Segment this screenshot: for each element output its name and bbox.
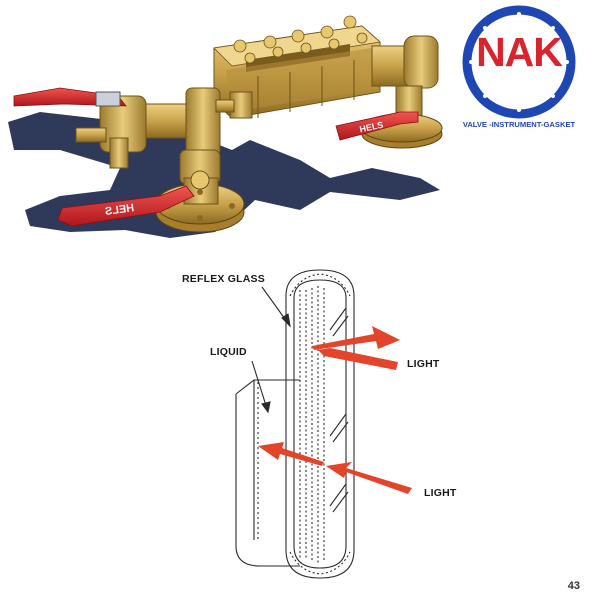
top-incoming-light-arrow <box>318 348 398 370</box>
drain-cock <box>215 91 253 119</box>
logo-wordmark: NAK <box>476 29 563 75</box>
reflex-glass-label: REFLEX GLASS <box>182 273 265 285</box>
reflex-glass-diagram <box>235 269 355 579</box>
left-bottom-handle: HELS <box>57 185 195 227</box>
gauge-body <box>213 15 381 119</box>
right-handle-brand-text: HELS <box>359 120 385 135</box>
nak-logo: NAK VALVE -INSTRUMENT-GASKET <box>462 6 576 132</box>
right-bottom-handle: HELS <box>335 111 419 141</box>
bottom-incoming-light-arrow <box>326 462 412 494</box>
light-arrows <box>258 326 412 494</box>
left-valve <box>75 87 221 185</box>
reflex-leader-arrowhead <box>281 313 291 328</box>
bottom-refracted-light-arrow <box>258 442 324 466</box>
nak-logo-ring <box>462 5 576 119</box>
page-number: 43 <box>567 580 580 592</box>
light-label-bottom: LIGHT <box>424 487 457 499</box>
glass-reflection-marks <box>329 307 349 513</box>
light-label-top: LIGHT <box>407 358 440 370</box>
liquid-leader-arrowhead <box>261 401 271 414</box>
gauge-cover-bolts <box>233 15 368 64</box>
logo-tagline: VALVE -INSTRUMENT-GASKET <box>462 120 576 129</box>
left-valve-handle <box>13 87 127 107</box>
top-reflected-light-arrow <box>312 326 400 350</box>
product-photo-gauge-glass-assembly: HELS HELS <box>8 15 443 238</box>
left-handle-brand-text: HELS <box>104 202 135 218</box>
liquid-chamber <box>235 379 300 567</box>
liquid-label: LIQUID <box>210 346 247 358</box>
reflex-glass-body <box>285 269 355 579</box>
